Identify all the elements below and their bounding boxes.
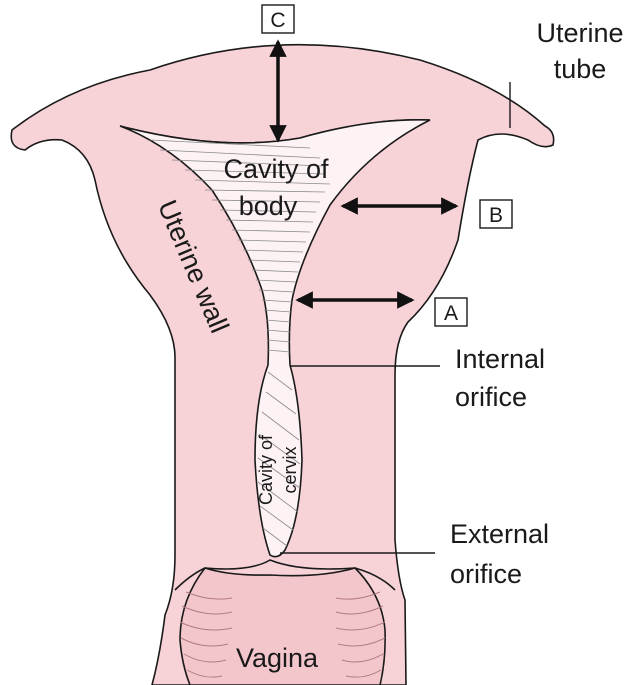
vagina-canal	[179, 567, 386, 685]
vaginal-rugae	[179, 591, 386, 678]
marker-a-label: A	[444, 302, 458, 325]
external-orifice-label-line1: External	[450, 519, 549, 549]
marker-box-a	[434, 297, 468, 327]
vagina-label: Vagina	[236, 643, 319, 673]
cavity-of-body-label-line2: body	[239, 191, 298, 221]
cavity-of-cervix-label-line1: Cavity of	[256, 434, 276, 505]
internal-orifice-label-line1: Internal	[455, 344, 545, 374]
uterine-tube-label-line2: tube	[554, 54, 607, 84]
uterine-tube-label-line1: Uterine	[536, 18, 623, 48]
cavity-of-body-label-line1: Cavity of	[223, 154, 329, 184]
marker-b-label: B	[489, 204, 503, 227]
vaginal-fornix	[174, 559, 396, 591]
cervix-hatching	[257, 371, 301, 547]
internal-orifice-label-line2: orifice	[455, 382, 527, 412]
marker-box-c	[261, 4, 295, 34]
external-orifice-label-line2: orifice	[450, 559, 522, 589]
marker-box-b	[479, 199, 513, 229]
uterine-cavity	[119, 119, 431, 558]
marker-c-label: C	[270, 9, 285, 32]
cavity-hatching	[149, 139, 331, 353]
cavity-of-cervix-label-line2: cervix	[280, 446, 300, 493]
